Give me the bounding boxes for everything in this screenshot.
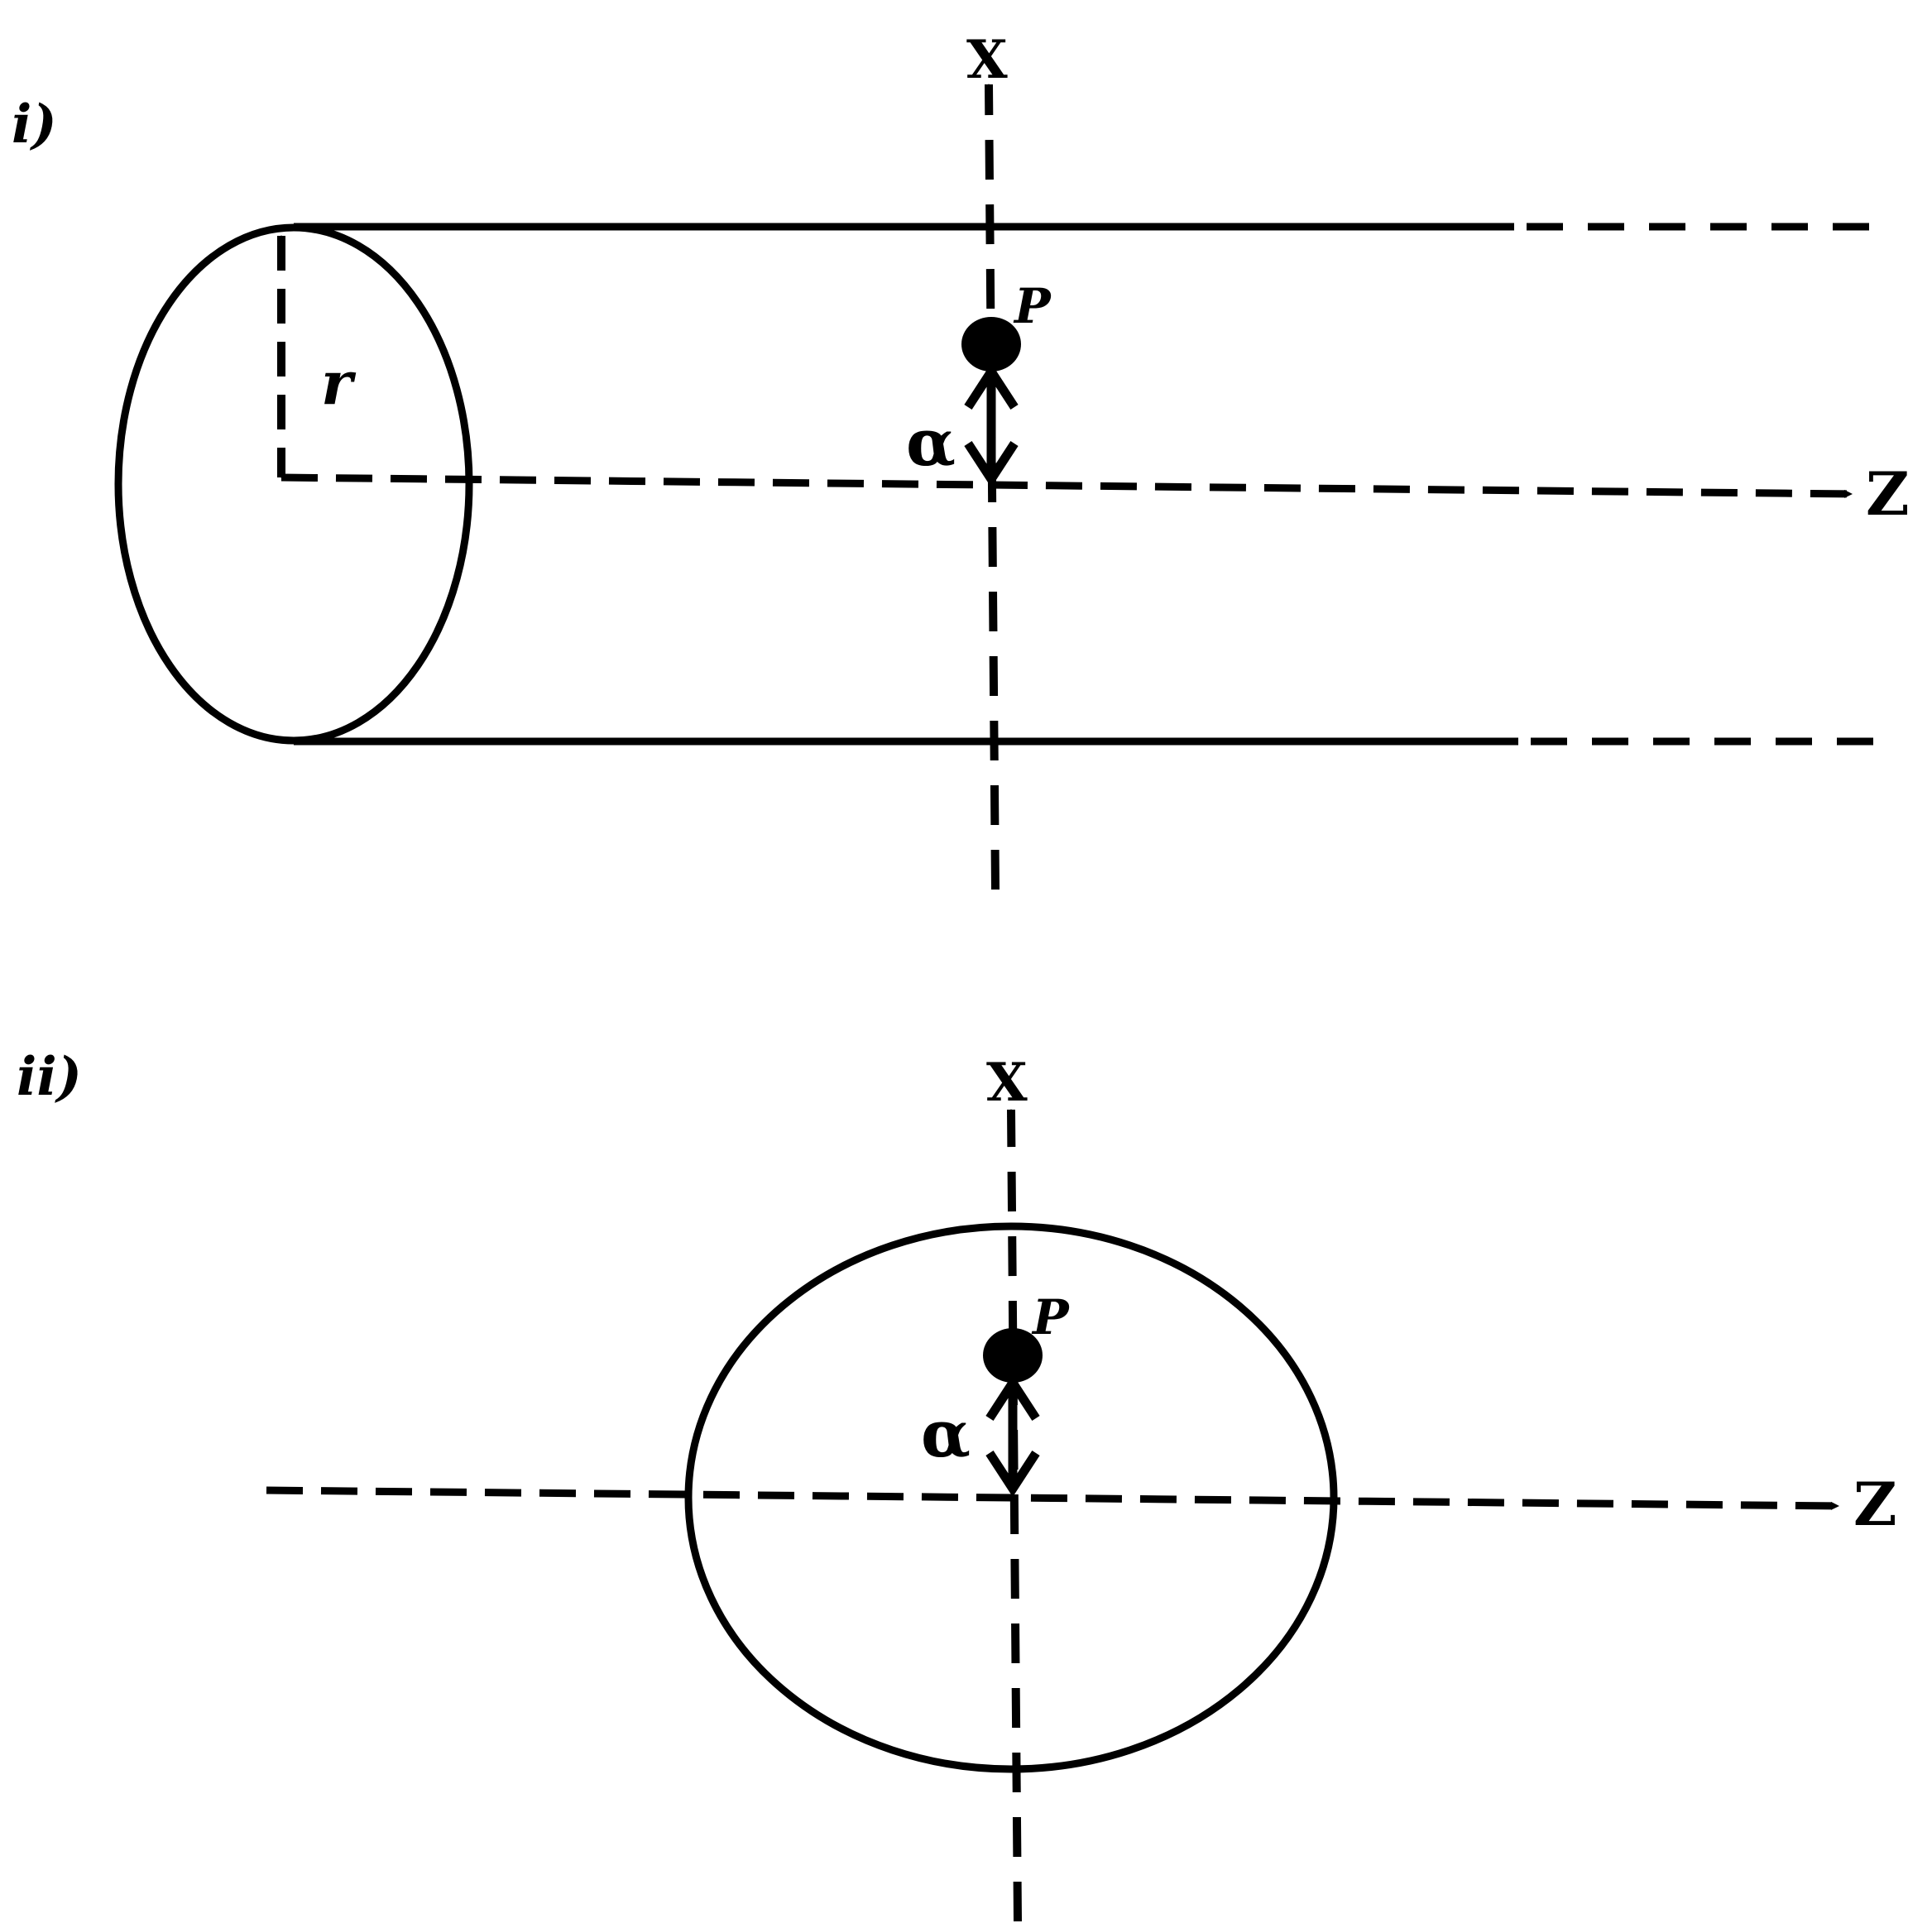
point-p-panel-i [961, 317, 1021, 372]
point-p-label-panel-i: P [1013, 278, 1052, 334]
panel-ii-label: ii) [17, 1046, 82, 1108]
panel-i: i) r Z X P α [12, 29, 1910, 890]
point-p-label-panel-ii: P [1031, 1289, 1070, 1345]
z-axis-label-panel-i: Z [1866, 458, 1910, 529]
x-axis-panel-ii [1007, 1109, 1022, 1922]
panel-ii: ii) Z X P α [17, 1046, 1897, 1922]
alpha-distance-arrow-panel-i [964, 362, 1019, 488]
z-axis-panel-i [280, 473, 1853, 498]
x-axis-panel-i [985, 84, 1000, 890]
z-axis-panel-ii [266, 1486, 1839, 1510]
alpha-label-panel-ii: α [921, 1397, 971, 1472]
x-axis-label-panel-ii: X [986, 1052, 1028, 1114]
alpha-label-panel-i: α [906, 405, 956, 481]
point-p-panel-ii [983, 1328, 1043, 1383]
x-axis-label-panel-i: X [966, 29, 1008, 91]
panel-i-label: i) [12, 94, 57, 156]
z-axis-label-panel-ii: Z [1853, 1469, 1897, 1539]
cylinder-end-ellipse [114, 223, 473, 745]
radius-label: r [321, 348, 357, 418]
alpha-distance-arrow-panel-ii [985, 1374, 1040, 1498]
